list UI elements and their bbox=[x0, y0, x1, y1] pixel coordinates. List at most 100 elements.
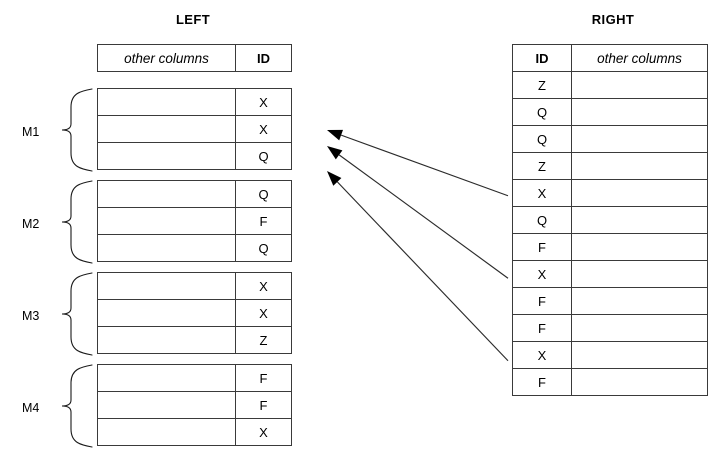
right-cell-other-columns bbox=[571, 152, 708, 180]
right-cell-id: F bbox=[512, 233, 572, 261]
left-table-header: other columns ID bbox=[97, 44, 292, 72]
match-arrows bbox=[327, 129, 509, 362]
group-brace-m2 bbox=[61, 180, 93, 264]
table-header-row: other columns ID bbox=[97, 44, 292, 72]
match-arrow-line-1 bbox=[340, 134, 509, 197]
table-row: Q bbox=[512, 206, 708, 234]
right-cell-other-columns bbox=[571, 98, 708, 126]
right-cell-id: Z bbox=[512, 152, 572, 180]
left-group-m4: F F X bbox=[97, 364, 292, 446]
left-cell-id: X bbox=[235, 115, 292, 143]
table-row: F bbox=[512, 287, 708, 315]
right-cell-id: F bbox=[512, 287, 572, 315]
right-cell-id: Q bbox=[512, 125, 572, 153]
left-cell-other-columns bbox=[97, 364, 236, 392]
right-cell-other-columns bbox=[571, 71, 708, 99]
table-row: Q bbox=[512, 125, 708, 153]
right-table: ID other columns Z Q Q Z X Q F X F F X F bbox=[512, 44, 708, 396]
left-cell-id: X bbox=[235, 299, 292, 327]
right-cell-id: X bbox=[512, 341, 572, 369]
right-cell-id: F bbox=[512, 314, 572, 342]
left-group-m1: X X Q bbox=[97, 88, 292, 170]
group-braces bbox=[61, 88, 93, 448]
match-arrow-head-1 bbox=[327, 129, 344, 141]
right-table-body: Z Q Q Z X Q F X F F X F bbox=[512, 71, 708, 396]
left-cell-id: Z bbox=[235, 326, 292, 354]
left-cell-other-columns bbox=[97, 272, 236, 300]
right-table-title: RIGHT bbox=[591, 12, 635, 27]
right-cell-other-columns bbox=[571, 314, 708, 342]
table-row: Z bbox=[512, 71, 708, 99]
table-row: F bbox=[512, 368, 708, 396]
right-cell-other-columns bbox=[571, 233, 708, 261]
table-row: F bbox=[97, 391, 292, 419]
left-cell-other-columns bbox=[97, 180, 236, 208]
match-arrow-line-3 bbox=[336, 181, 509, 362]
left-cell-other-columns bbox=[97, 391, 236, 419]
right-cell-other-columns bbox=[571, 368, 708, 396]
group-brace-m4 bbox=[61, 364, 93, 448]
table-row: X bbox=[97, 272, 292, 300]
right-cell-other-columns bbox=[571, 260, 708, 288]
left-cell-id: X bbox=[235, 88, 292, 116]
left-cell-id: X bbox=[235, 272, 292, 300]
table-row: X bbox=[97, 418, 292, 446]
left-cell-id: Q bbox=[235, 142, 292, 170]
table-row: F bbox=[97, 364, 292, 392]
right-cell-id: Z bbox=[512, 71, 572, 99]
group-label-m2: M2 bbox=[22, 217, 40, 231]
left-cell-other-columns bbox=[97, 115, 236, 143]
group-brace-m3 bbox=[61, 272, 93, 356]
left-cell-id: F bbox=[235, 207, 292, 235]
table-row: Q bbox=[97, 234, 292, 262]
left-group-m2: Q F Q bbox=[97, 180, 292, 262]
right-cell-other-columns bbox=[571, 179, 708, 207]
right-cell-other-columns bbox=[571, 125, 708, 153]
right-cell-other-columns bbox=[571, 287, 708, 315]
table-row: X bbox=[512, 179, 708, 207]
right-cell-id: X bbox=[512, 260, 572, 288]
group-label-m1: M1 bbox=[22, 125, 40, 139]
left-cell-other-columns bbox=[97, 207, 236, 235]
table-row: Z bbox=[512, 152, 708, 180]
table-row: Q bbox=[97, 180, 292, 208]
table-row: X bbox=[512, 260, 708, 288]
left-cell-id: F bbox=[235, 364, 292, 392]
group-label-m4: M4 bbox=[22, 401, 40, 415]
table-row: F bbox=[512, 233, 708, 261]
table-row: Q bbox=[97, 142, 292, 170]
left-cell-id: Q bbox=[235, 234, 292, 262]
right-cell-id: X bbox=[512, 179, 572, 207]
table-row: Z bbox=[97, 326, 292, 354]
right-cell-id: Q bbox=[512, 98, 572, 126]
left-header-id: ID bbox=[235, 44, 292, 72]
left-cell-other-columns bbox=[97, 234, 236, 262]
match-arrow-head-2 bbox=[327, 146, 343, 160]
table-header-row: ID other columns bbox=[512, 44, 708, 72]
table-row: X bbox=[97, 115, 292, 143]
right-header-other-columns: other columns bbox=[571, 44, 708, 72]
left-cell-other-columns bbox=[97, 142, 236, 170]
left-cell-other-columns bbox=[97, 88, 236, 116]
table-row: X bbox=[97, 88, 292, 116]
right-cell-id: F bbox=[512, 368, 572, 396]
group-label-m3: M3 bbox=[22, 309, 40, 323]
table-row: F bbox=[97, 207, 292, 235]
table-row: X bbox=[512, 341, 708, 369]
right-cell-other-columns bbox=[571, 206, 708, 234]
match-arrow-line-2 bbox=[338, 154, 509, 279]
table-row: F bbox=[512, 314, 708, 342]
left-header-other-columns: other columns bbox=[97, 44, 236, 72]
right-cell-id: Q bbox=[512, 206, 572, 234]
match-arrow-head-3 bbox=[327, 171, 342, 186]
left-table-title: LEFT bbox=[175, 12, 211, 27]
table-row: X bbox=[97, 299, 292, 327]
group-brace-m1 bbox=[61, 88, 93, 172]
left-cell-other-columns bbox=[97, 418, 236, 446]
left-group-m3: X X Z bbox=[97, 272, 292, 354]
left-cell-id: F bbox=[235, 391, 292, 419]
right-cell-other-columns bbox=[571, 341, 708, 369]
left-cell-id: X bbox=[235, 418, 292, 446]
left-cell-other-columns bbox=[97, 299, 236, 327]
